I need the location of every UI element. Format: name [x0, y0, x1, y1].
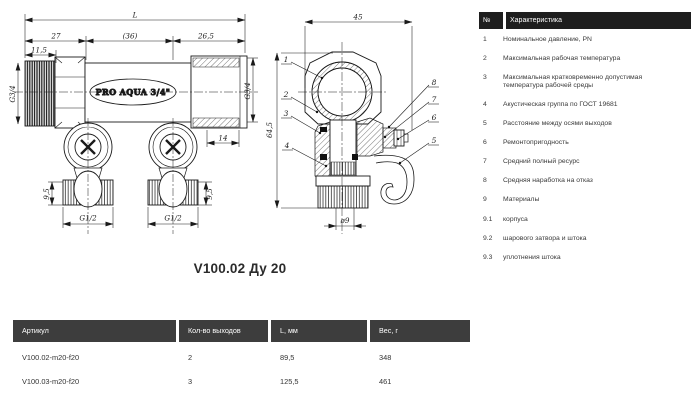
dim-bore: ø9 — [340, 216, 350, 225]
branch-valve-left — [62, 118, 114, 234]
spec-row-num: 7 — [483, 158, 487, 166]
dim-side-width: 45 — [352, 13, 363, 22]
callout-6: 6 — [432, 113, 437, 122]
spec-row: 9.1 корпуса — [479, 216, 691, 224]
spec-row-num: 2 — [483, 55, 487, 63]
callout-8: 8 — [432, 78, 437, 87]
dim-branch-thread-right: G1/2 — [164, 214, 182, 223]
table-row: V100.03-m20-f20 3 125,5 461 — [13, 370, 470, 394]
callout-3: 3 — [284, 109, 289, 118]
hex-nut — [54, 56, 86, 129]
spec-row: 9.2 шарового затвора и штока — [479, 235, 691, 243]
product-header-weight: Вес, г — [370, 320, 470, 342]
dim-outlet-thread-len: 14 — [218, 134, 228, 143]
spec-row: 2 Максимальная рабочая температура — [479, 55, 691, 63]
product-table-body: V100.02-m20-f20 2 89,5 348 V100.03-m20-f… — [13, 342, 470, 394]
callout-1: 1 — [284, 55, 289, 64]
callout-7: 7 — [432, 95, 437, 104]
front-view-dimensions — [15, 14, 258, 228]
spec-row-name: корпуса — [503, 215, 528, 223]
product-header-outlets: Кол-во выходов — [179, 320, 268, 342]
spec-row-num: 5 — [483, 120, 487, 128]
side-view-dimensions — [274, 19, 413, 230]
dim-overall-length: L — [132, 11, 138, 20]
callout-5: 5 — [432, 136, 437, 145]
front-view: PRO AQUA 3/4" — [8, 11, 258, 234]
cell-weight: 348 — [379, 353, 392, 362]
spec-row-name: Акустическая группа по ГОСТ 19681 — [503, 100, 618, 108]
spec-header-name: Характеристика — [506, 12, 691, 29]
spec-row-name: Максимальная рабочая температура — [503, 55, 621, 63]
cell-weight: 461 — [379, 377, 392, 386]
cell-outlets: 3 — [188, 377, 193, 386]
spec-row: 1 Номинальное давление, PN — [479, 36, 691, 44]
cell-length: 125,5 — [280, 377, 299, 386]
cell-length: 89,5 — [280, 353, 295, 362]
brand-stamp: PRO AQUA 3/4" — [96, 87, 171, 97]
spec-row-name: Материалы — [503, 196, 540, 204]
valve-section — [314, 117, 409, 209]
branch-valve-right — [147, 118, 199, 234]
dim-branch-len-right: 9,5 — [205, 188, 214, 200]
spec-row-num: 9.1 — [483, 215, 493, 223]
spec-row-name: Максимальная кратковременно допустимая т… — [503, 74, 643, 89]
manifold-body — [84, 62, 192, 123]
dim-middle-section: (36) — [123, 32, 138, 41]
spec-row: 9 Материалы — [479, 196, 691, 204]
spec-row-num: 1 — [483, 36, 487, 43]
spec-row-num: 8 — [483, 177, 487, 185]
dim-side-height: 64,5 — [265, 122, 274, 138]
spec-table-header: № Характеристика — [479, 12, 691, 29]
dim-inlet-thread: G3/4 — [8, 85, 17, 103]
spec-row: 4 Акустическая группа по ГОСТ 19681 — [479, 101, 691, 109]
cell-article: V100.02-m20-f20 — [22, 353, 80, 362]
spec-row: 7 Средний полный ресурс — [479, 158, 691, 166]
spec-row-name: Номинальное давление, PN — [503, 36, 592, 43]
spec-row: 9.3 уплотнения штока — [479, 254, 691, 262]
drawing-title: V100.02 Ду 20 — [193, 261, 287, 276]
spec-row-name: уплотнения штока — [503, 253, 561, 261]
spec-row: 6 Ремонтопригодность — [479, 139, 691, 147]
dim-right-section: 26,5 — [197, 32, 214, 41]
spec-row-name: Расстояние между осями выходов — [503, 120, 612, 128]
spec-row-name: шарового затвора и штока — [503, 234, 587, 242]
spec-row-num: 9.3 — [483, 253, 493, 261]
callout-4: 4 — [284, 141, 290, 150]
dim-branch-thread-left: G1/2 — [79, 214, 97, 223]
dim-inlet-hex-len: 11,5 — [31, 46, 47, 55]
spec-row-num: 9 — [483, 196, 487, 204]
callout-2: 2 — [283, 90, 289, 99]
dim-left-section: 27 — [50, 32, 61, 41]
spec-table: № Характеристика 1 Номинальное давление, … — [479, 12, 691, 273]
dim-branch-len-left: 9,5 — [42, 188, 51, 200]
spec-row-num: 4 — [483, 100, 487, 108]
spec-row-name: Средняя наработка на отказ — [503, 177, 593, 185]
spec-row-num: 9.2 — [483, 234, 493, 242]
spec-row-num: 6 — [483, 139, 487, 147]
spec-header-num: № — [479, 12, 503, 29]
spec-row-name: Ремонтопригодность — [503, 139, 569, 147]
spec-row: 8 Средняя наработка на отказ — [479, 177, 691, 185]
callout-leaders — [281, 61, 439, 168]
product-table-header: Артикул Кол-во выходов L, мм Вес, г — [13, 320, 470, 342]
spec-row-name: Средний полный ресурс — [503, 158, 580, 166]
cell-outlets: 2 — [188, 353, 193, 362]
product-table: Артикул Кол-во выходов L, мм Вес, г V100… — [13, 320, 470, 394]
spec-row-num: 3 — [483, 74, 487, 82]
side-centerlines — [298, 42, 388, 234]
spec-row: 3 Максимальная кратковременно допустимая … — [479, 74, 691, 89]
product-header-article: Артикул — [13, 320, 176, 342]
spec-row: 5 Расстояние между осями выходов — [479, 120, 691, 128]
inlet-male-thread — [24, 60, 56, 127]
product-header-length: L, мм — [271, 320, 367, 342]
side-view: 45 64,5 ø9 1 2 3 — [265, 13, 439, 234]
handle-hook — [373, 154, 415, 205]
table-row: V100.02-m20-f20 2 89,5 348 — [13, 346, 470, 370]
dim-outlet-thread: G3/4 — [243, 82, 252, 100]
cell-article: V100.03-m20-f20 — [22, 377, 80, 386]
